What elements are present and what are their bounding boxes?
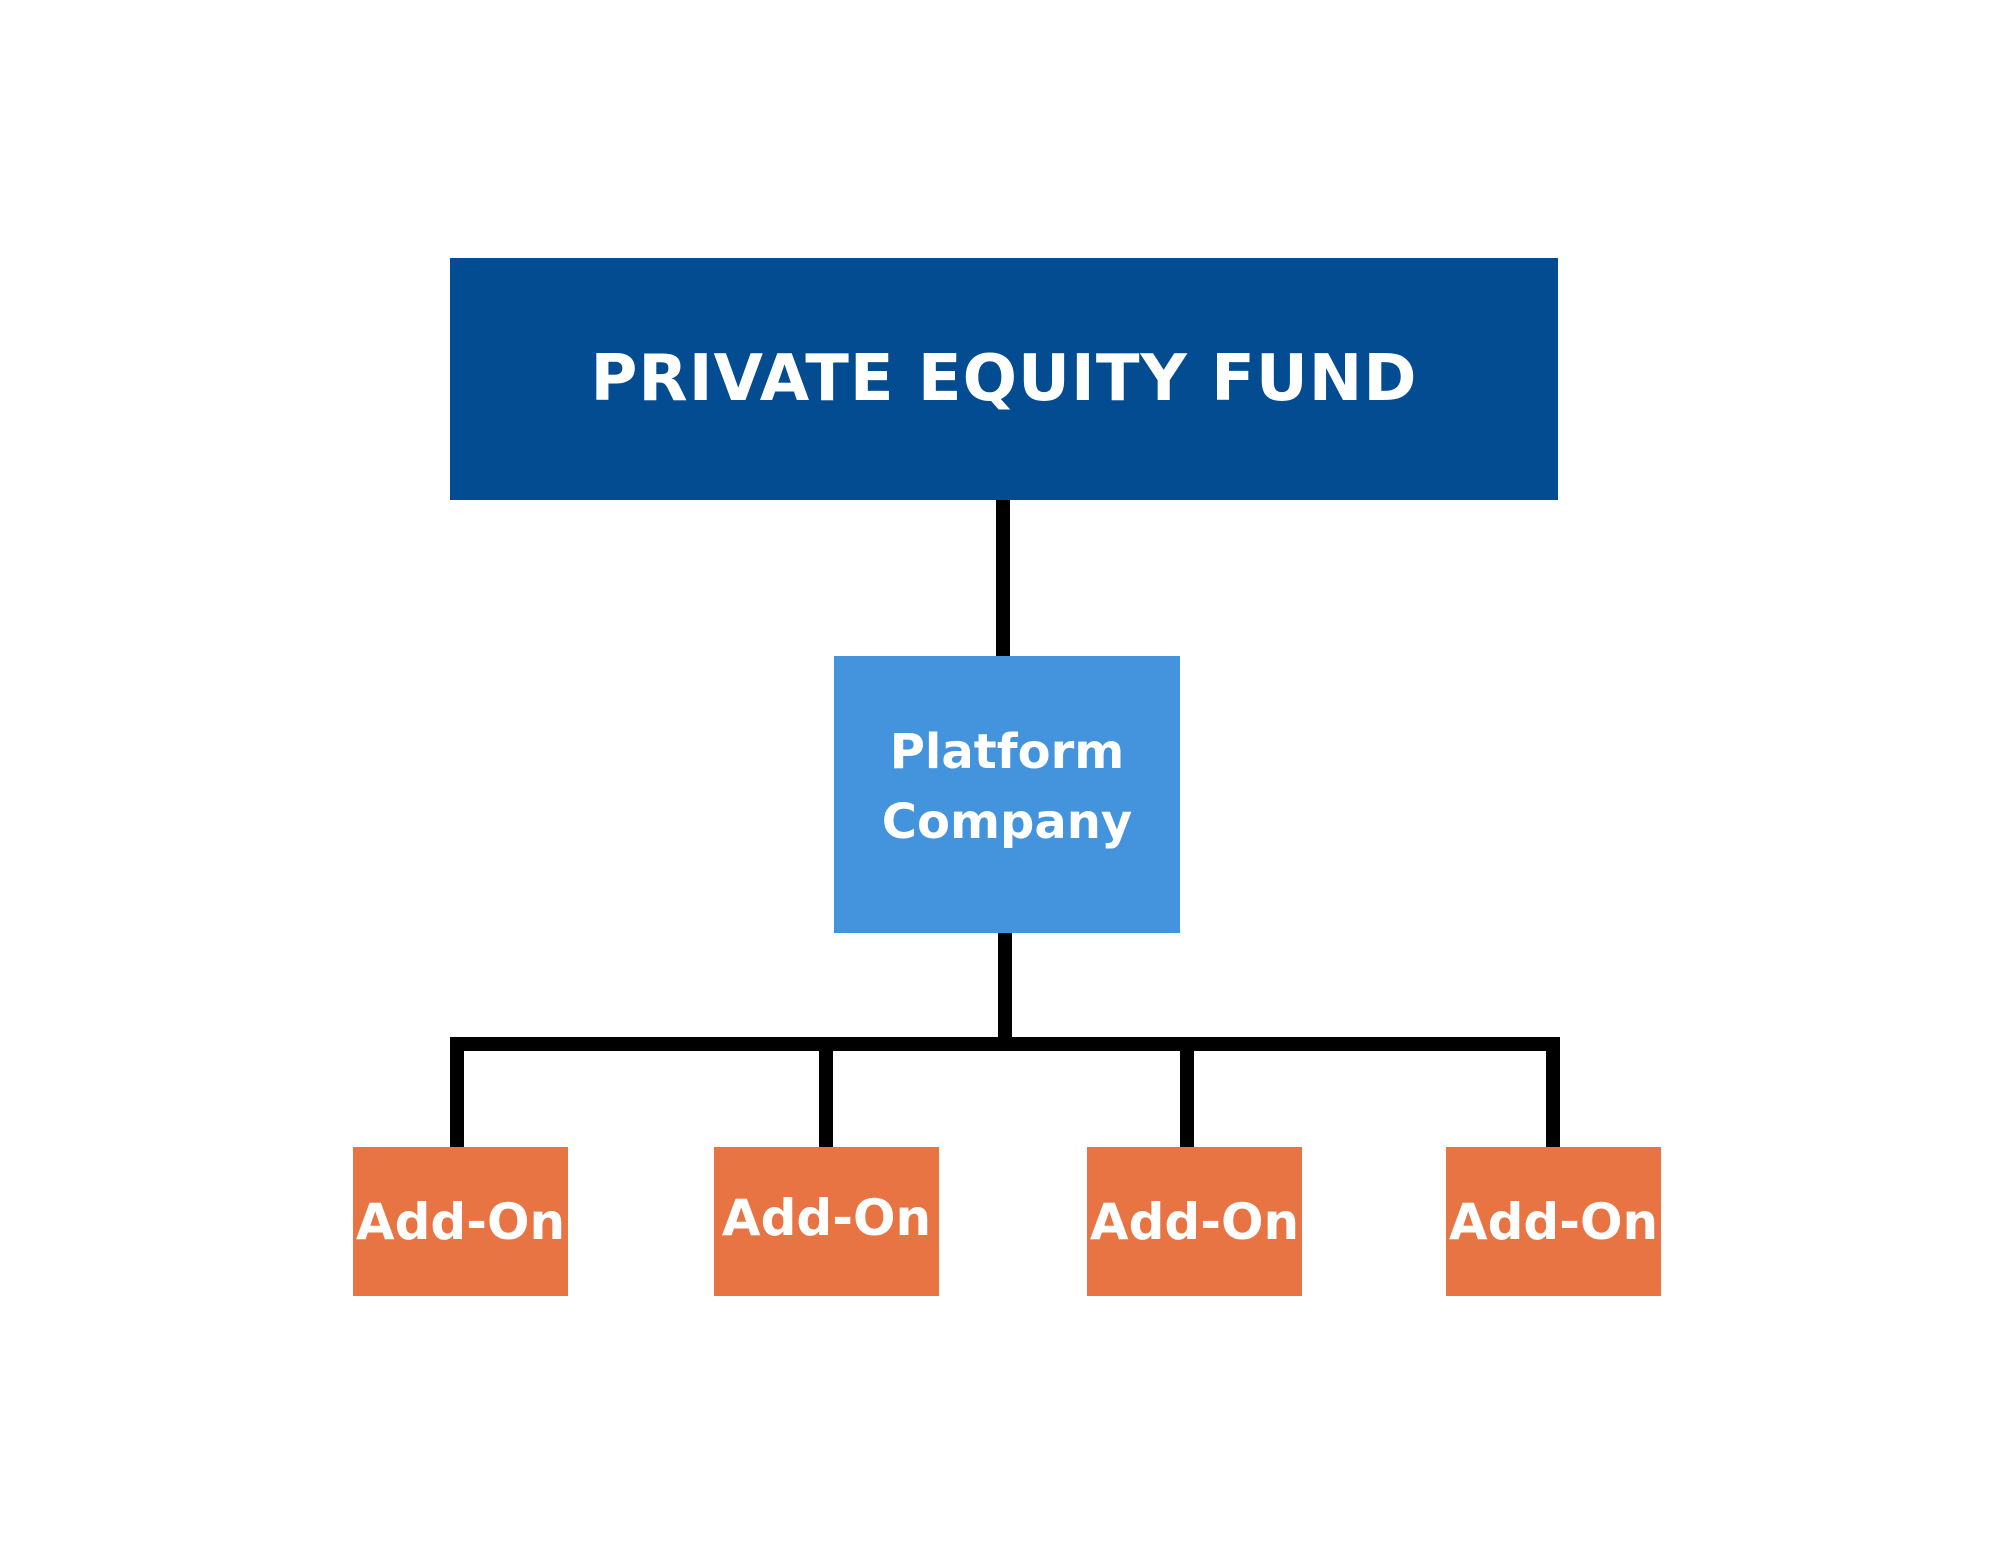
- platform-label-line-1: Platform: [889, 723, 1125, 780]
- add-on-label-1: Add-On: [355, 1192, 566, 1251]
- platform-label: Platform Company: [882, 717, 1132, 857]
- fund-label: PRIVATE EQUITY FUND: [590, 342, 1418, 416]
- private-equity-fund-box: PRIVATE EQUITY FUND: [450, 258, 1558, 500]
- add-on-box-4: Add-On: [1446, 1147, 1661, 1296]
- add-on-box-3: Add-On: [1087, 1147, 1302, 1296]
- add-on-label-2: Add-On: [721, 1188, 932, 1247]
- platform-label-line-2: Company: [881, 793, 1133, 850]
- add-on-label-3: Add-On: [1089, 1192, 1300, 1251]
- add-on-box-2: Add-On: [714, 1147, 939, 1296]
- platform-company-box: Platform Company: [834, 656, 1180, 933]
- add-on-box-1: Add-On: [353, 1147, 568, 1296]
- add-on-label-4: Add-On: [1448, 1192, 1659, 1251]
